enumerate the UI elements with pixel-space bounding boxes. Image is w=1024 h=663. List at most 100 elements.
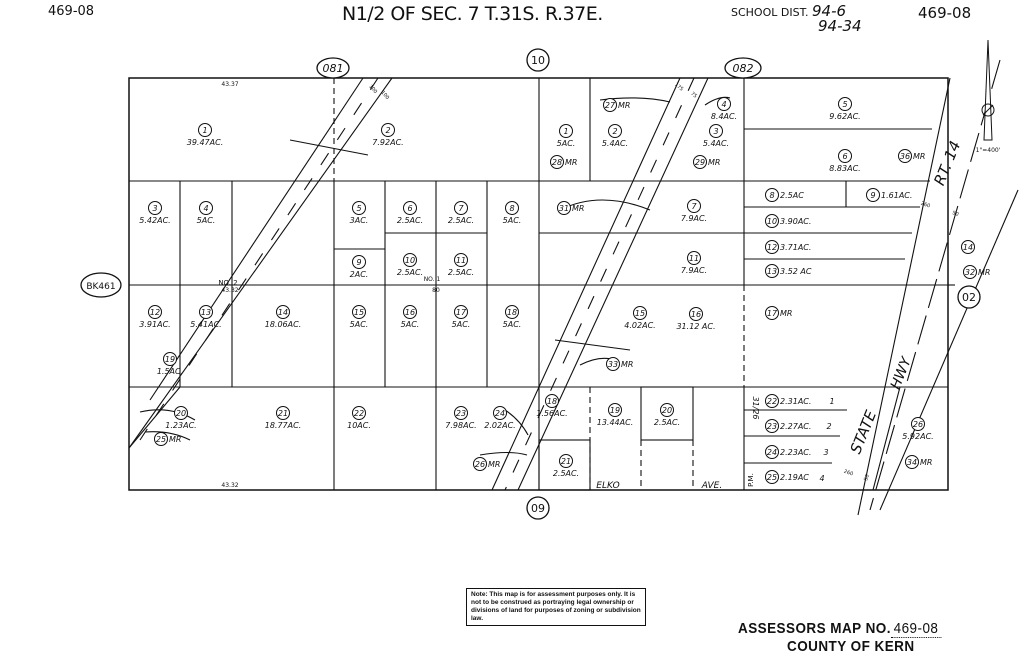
- parcel-east-29-number: 29: [695, 158, 705, 167]
- parcel-number-circle: [352, 201, 366, 215]
- parcel-west-14-number: 14: [278, 308, 288, 317]
- parcel-number-circle: [866, 188, 880, 202]
- parcel-east-33-number: 33: [608, 360, 618, 369]
- parcel-east-34-number: 34: [907, 458, 917, 467]
- rr-right-2-label: 75: [689, 91, 698, 100]
- parcel-west-6-number: 6: [407, 204, 412, 213]
- parcel-number-circle: [606, 357, 620, 371]
- parcel-east-21-number: 21: [561, 457, 571, 466]
- parcel-number-circle: [403, 305, 417, 319]
- parcel-number-circle: [765, 419, 779, 433]
- parcel-number-circle: [454, 253, 468, 267]
- parcel-number-circle: [603, 98, 617, 112]
- county-name: COUNTY OF KERN: [787, 638, 915, 655]
- parcel-number-circle: [545, 394, 559, 408]
- parcel-east-19-number: 19: [610, 406, 620, 415]
- adjacent-map-left-circle: [80, 272, 122, 298]
- parcel-west-18-area: 5AC.: [503, 320, 522, 329]
- parcel-west-17-area: 5AC.: [452, 320, 471, 329]
- parcel-east-12-area: 3.71AC.: [780, 243, 811, 252]
- parcel-west-11-number: 11: [456, 256, 466, 265]
- parcel-west-11-area: 2.5AC.: [448, 268, 474, 277]
- north-arrow: [981, 39, 995, 141]
- parcel-west-23-area: 7.98AC.: [445, 421, 476, 430]
- parcel-east-1-number: 1: [563, 127, 568, 136]
- parcel-east-6-area: 8.83AC.: [829, 164, 860, 173]
- school-district-1: 94-6: [812, 2, 847, 20]
- parcel-number-circle: [154, 432, 168, 446]
- parcel-number-circle: [963, 265, 977, 279]
- parcel-east-6-number: 6: [842, 152, 847, 161]
- parcel-east-32-number: 32: [965, 268, 975, 277]
- parcel-east-7-area: 7.9AC.: [681, 214, 707, 223]
- parcel-east-28-area: MR: [565, 158, 577, 167]
- parcel-number-circle: [608, 124, 622, 138]
- parcel-number-circle: [765, 445, 779, 459]
- parcel-east-34-area: MR: [920, 458, 932, 467]
- parcel-east-27-area: MR: [618, 101, 630, 110]
- parcel-east-23-number: 23: [767, 422, 777, 431]
- assessors-map-label: ASSESSORS MAP NO.469-08: [738, 620, 942, 638]
- parcel-number-circle: [473, 457, 487, 471]
- parcel-west-24-number: 24: [495, 409, 505, 418]
- rr-left-1-label: 100: [367, 84, 378, 95]
- top-label: 43.37: [221, 81, 238, 88]
- parcel-number-circle: [454, 201, 468, 215]
- parcel-east-3-number: 3: [713, 127, 718, 136]
- ave-label: AVE.: [701, 481, 722, 491]
- parcel-west-9-area: 2AC.: [350, 270, 369, 279]
- parcel-east-21-area: 2.5AC.: [553, 469, 579, 478]
- parcel-number-circle: [505, 201, 519, 215]
- parcel-number-circle: [550, 155, 564, 169]
- lot3-label: 3: [823, 448, 828, 457]
- parcel-number-circle: [559, 124, 573, 138]
- parcel-number-circle: [838, 97, 852, 111]
- parcel-west-16-area: 5AC.: [401, 320, 420, 329]
- adjacent-map-top-center-circle: [526, 48, 550, 72]
- parcel-east-15-area: 4.02AC.: [624, 321, 655, 330]
- parcel-west-20-area: 1.23AC.: [165, 421, 196, 430]
- parcel-east-25-area: 2.19AC: [780, 473, 809, 482]
- parcel-number-circle: [765, 264, 779, 278]
- parcel-number-circle: [687, 199, 701, 213]
- parcel-number-circle: [689, 307, 703, 321]
- parcel-east-4-area: 8.4AC.: [711, 112, 737, 121]
- parcel-number-circle: [961, 240, 975, 254]
- parcel-west-21-area: 18.77AC.: [265, 421, 302, 430]
- scale-label: 1"=400': [976, 147, 1001, 154]
- parcel-number-circle: [403, 253, 417, 267]
- parcel-east-29-area: MR: [708, 158, 720, 167]
- parcel-west-5-number: 5: [356, 204, 361, 213]
- parcel-east-25-number: 25: [767, 473, 777, 482]
- parcel-west-12-number: 12: [150, 308, 160, 317]
- parcel-west-8-number: 8: [509, 204, 514, 213]
- parcel-number-circle: [163, 352, 177, 366]
- parcel-number-circle: [765, 188, 779, 202]
- parcel-west-23-number: 23: [456, 409, 466, 418]
- parcel-number-circle: [198, 123, 212, 137]
- parcel-number-circle: [608, 403, 622, 417]
- parcel-west-2-area: 7.92AC.: [372, 138, 403, 147]
- assessors-number: 469-08: [890, 620, 942, 638]
- parcel-west-26-number: 26: [475, 460, 485, 469]
- parcel-number-circle: [765, 394, 779, 408]
- parcel-east-26-number: 26: [913, 420, 923, 429]
- hwy-label: HWY: [888, 354, 916, 392]
- no2-label: NO. 2: [218, 279, 237, 287]
- parcel-number-circle: [765, 306, 779, 320]
- bottom-label: 43.32: [221, 482, 238, 489]
- parcel-west-19-number: 19: [165, 355, 175, 364]
- adjacent-map-right: 02: [962, 291, 976, 304]
- parcel-east-26-area: 5.92AC.: [902, 432, 933, 441]
- hwy-3-label: 260: [843, 469, 854, 478]
- parcel-east-10-area: 3.90AC.: [780, 217, 811, 226]
- adjacent-map-top-right-circle: [724, 57, 762, 79]
- rr-left-2-label: 100: [379, 90, 390, 101]
- parcel-number-circle: [633, 306, 647, 320]
- parcel-west-7-number: 7: [458, 204, 464, 213]
- parcel-west-15-number: 15: [354, 308, 364, 317]
- adjacent-map-bottom: 09: [531, 502, 545, 515]
- assessors-label: ASSESSORS MAP NO.: [738, 620, 891, 637]
- elko-label: ELKO: [596, 481, 619, 491]
